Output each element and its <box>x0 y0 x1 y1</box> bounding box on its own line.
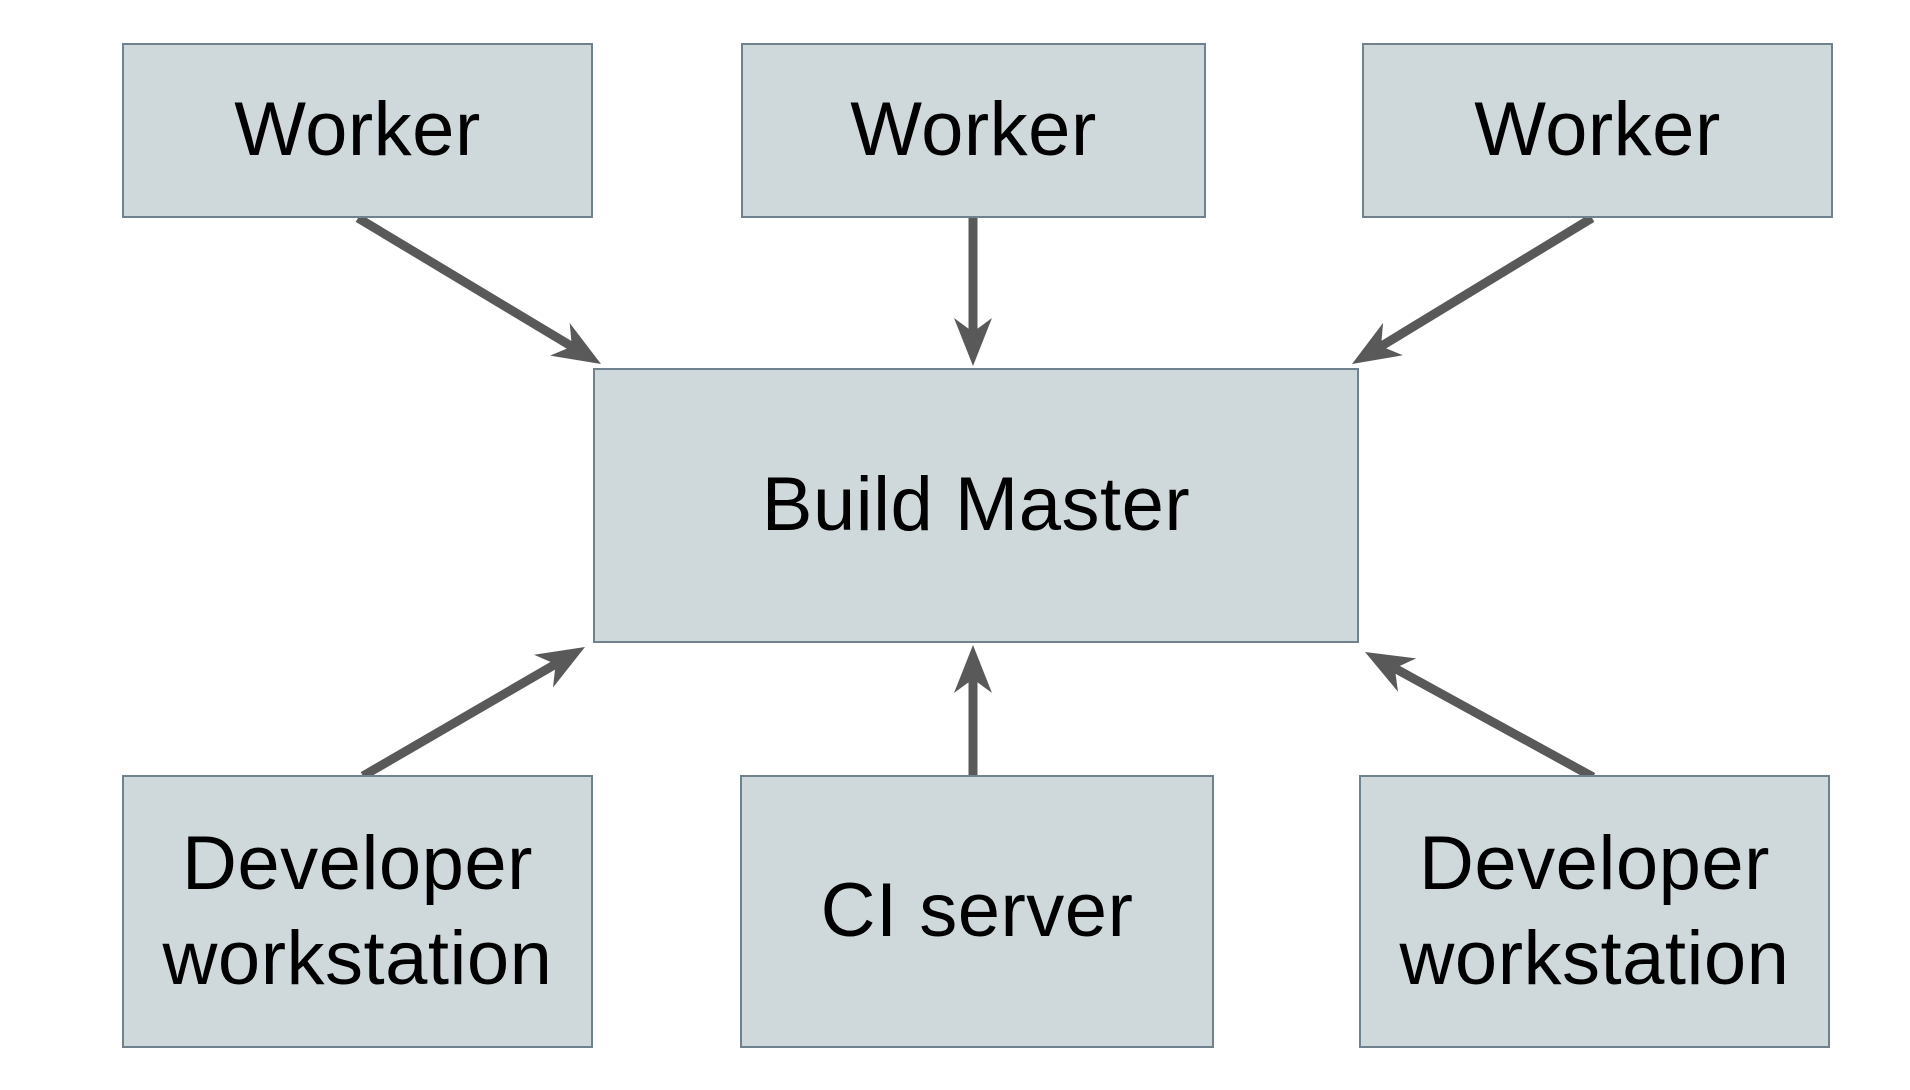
node-worker-1-label: Worker <box>234 87 481 173</box>
node-worker-2: Worker <box>741 43 1206 218</box>
node-dev-workstation-right: Developer workstation <box>1359 775 1830 1048</box>
arrow-worker-1-to-build-master <box>355 214 601 364</box>
arrow-dev-workstation-right-to-build-master <box>1365 652 1596 781</box>
node-ci-server-label: CI server <box>820 868 1134 954</box>
node-build-master: Build Master <box>593 368 1359 643</box>
node-dev-workstation-left-label: Developer workstation <box>162 821 553 1001</box>
arrow-ci-server-to-build-master <box>954 645 992 776</box>
node-worker-3-label: Worker <box>1474 87 1721 173</box>
node-worker-1: Worker <box>122 43 593 218</box>
node-worker-2-label: Worker <box>850 87 1097 173</box>
node-build-master-label: Build Master <box>761 462 1191 548</box>
arrow-worker-3-to-build-master <box>1352 214 1595 364</box>
arrow-dev-workstation-left-to-build-master <box>360 647 585 780</box>
node-dev-workstation-left: Developer workstation <box>122 775 593 1048</box>
node-ci-server: CI server <box>740 775 1214 1048</box>
arrow-worker-2-to-build-master <box>954 218 992 366</box>
node-dev-workstation-right-label: Developer workstation <box>1399 821 1790 1001</box>
node-worker-3: Worker <box>1362 43 1833 218</box>
